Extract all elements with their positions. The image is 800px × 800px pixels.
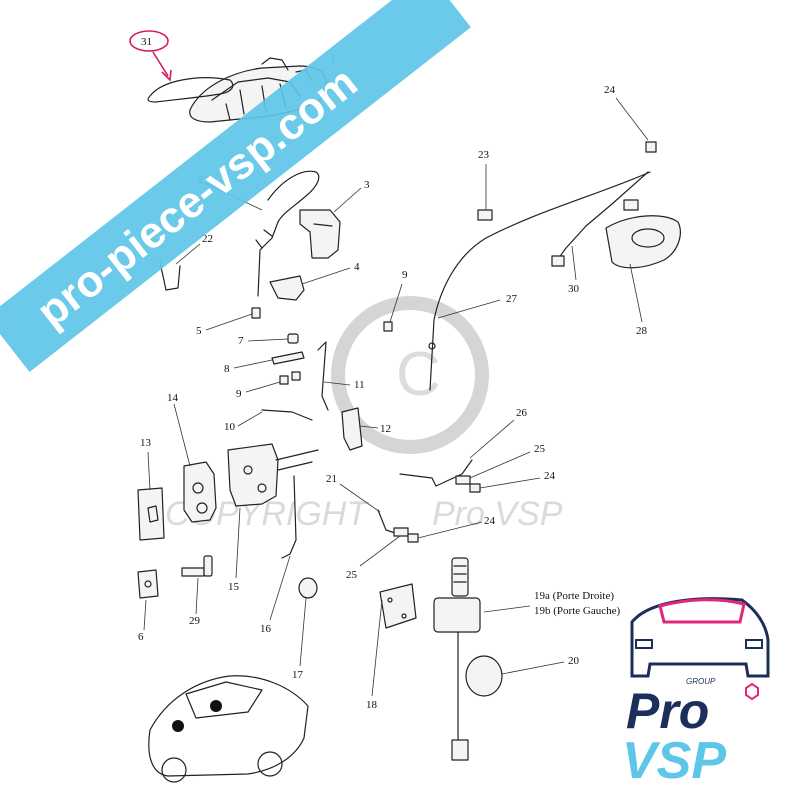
label-12: 12 [380,423,391,435]
part-31-handle-seal: 31 [129,30,234,103]
label-23: 23 [478,149,490,161]
label-16: 16 [260,623,272,635]
label-9-right: 9 [402,269,408,281]
part-29-bolt [181,555,213,577]
label-15: 15 [228,581,240,593]
part-19-actuator [433,557,481,761]
part-6-nut [137,569,159,599]
part-15-lock-mechanism [227,443,319,507]
label-13: 13 [140,437,152,449]
label-21: 21 [326,473,337,485]
highlight-arrowhead [161,69,172,82]
site-banner: pro-piece-vsp.com [0,0,471,372]
part-5-clip [251,307,261,319]
part-28-interior-handle [605,215,681,269]
logo-line-2: VSP [622,732,726,790]
part-8-link [271,351,305,365]
label-29: 29 [189,615,201,627]
part-4-plate [269,275,305,301]
label-4: 4 [354,261,360,273]
label-10: 10 [224,421,236,433]
label-26: 26 [516,407,528,419]
label-19b: 19b (Porte Gauche) [534,605,620,617]
provsp-logo: GROUP Pro VSP [622,597,770,790]
part-11-rod [317,341,329,411]
part-7-bushing [287,333,299,344]
door-marker-right [210,700,222,712]
part-26-bracket [399,459,473,487]
highlight-circle [129,30,169,52]
part-9-clip-right [383,321,393,332]
label-24-right: 24 [544,470,556,482]
label-25-center: 25 [346,569,358,581]
label-24-center: 24 [484,515,496,527]
brand-text-watermark: Pro VSP [432,495,563,533]
label-25-right: 25 [534,443,546,455]
label-7: 7 [238,335,244,347]
logo-hex-icon [745,682,759,701]
label-20: 20 [568,655,580,667]
label-11: 11 [354,379,365,391]
copyright-symbol-watermark: C [396,340,441,409]
copyright-circle-watermark [331,296,489,454]
part-17-cap [298,577,318,599]
part-10-rod [261,409,313,421]
part-2-rod [255,170,320,297]
part-24-clip-top [645,141,657,153]
label-17: 17 [292,669,304,681]
label-24-top: 24 [604,84,616,96]
part-3-bracket [299,209,341,259]
label-9-left: 9 [236,388,242,400]
part-30-harness [551,171,649,267]
label-27: 27 [506,293,518,305]
highlight-arrow [152,51,169,77]
label-19a: 19a (Porte Droite) [534,590,614,602]
logo-line-1: Pro [626,683,709,739]
part-27-cable [428,171,651,391]
label-31: 31 [141,36,152,48]
label-8: 8 [224,363,230,375]
part-24-clip-center [407,533,419,543]
label-14: 14 [167,392,179,404]
label-30: 30 [568,283,580,295]
label-3: 3 [364,179,370,191]
label-28: 28 [636,325,648,337]
label-22: 22 [202,233,213,245]
watermark: C COPYRIGHT Pro VSP [165,296,563,533]
label-5: 5 [196,325,202,337]
locator-car-illustration [148,675,309,783]
part-23-clip [477,209,493,221]
part-13-gasket [137,487,165,541]
part-18-plate [379,583,417,629]
part-20-grommet [465,655,503,697]
label-18: 18 [366,699,378,711]
part-16-rod [281,475,297,559]
part-12-bracket [341,407,363,451]
door-marker-left [172,720,184,732]
part-22-clip [159,261,181,291]
label-6: 6 [138,631,144,643]
part-25-connector-center [393,527,409,537]
part-25-connector-right [455,475,471,485]
part-9-clips-left [279,371,301,385]
logo-group-text: GROUP [686,677,716,686]
part-14-lock-housing [183,461,217,523]
part-24-clip-right [469,483,481,493]
